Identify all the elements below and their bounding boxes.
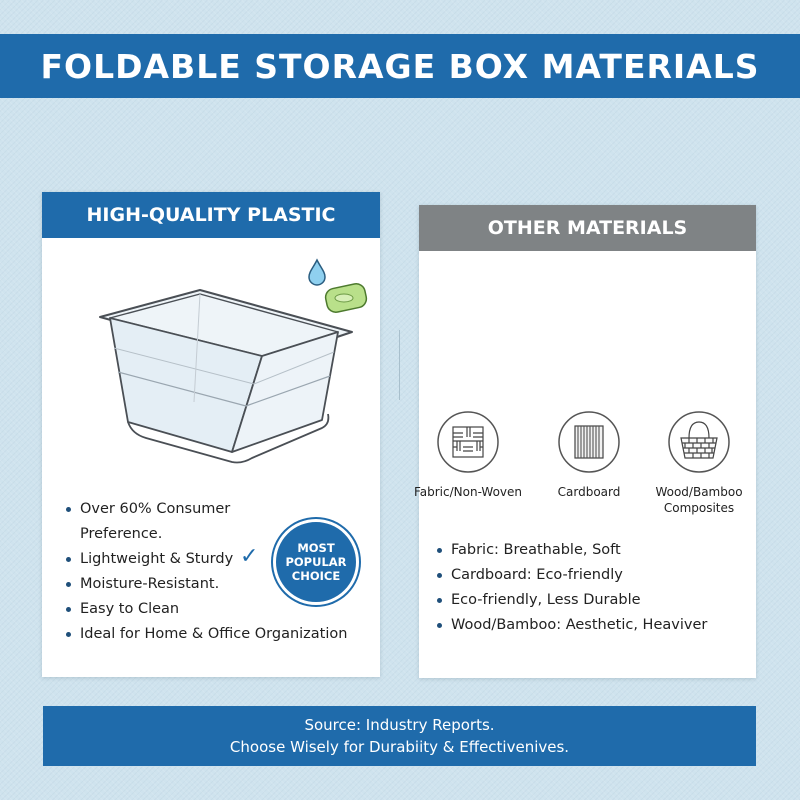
other-materials-header: OTHER MATERIALS xyxy=(419,205,756,251)
material-label: Wood/Bamboo Composites xyxy=(655,485,743,515)
plastic-benefit-item: Lightweight & Sturdy xyxy=(64,547,364,572)
plastic-benefits-list: Over 60% Consumer Preference. Lightweigh… xyxy=(64,497,364,647)
corrugated-cardboard-icon xyxy=(558,411,620,473)
page-title: FOLDABLE STORAGE BOX MATERIALS xyxy=(0,34,800,98)
footer-tagline: Choose Wisely for Durabiity & Effectiven… xyxy=(229,738,570,756)
plastic-card: HIGH-QUALITY PLASTIC Over 60% Consumer P… xyxy=(42,192,380,677)
divider xyxy=(399,330,400,400)
material-note-item: Wood/Bamboo: Aesthetic, Heaviver xyxy=(435,613,745,638)
woven-fabric-icon xyxy=(437,411,499,473)
plastic-box-icon xyxy=(99,289,353,464)
other-materials-list: Fabric: Breathable, Soft Cardboаrd: Eco-… xyxy=(435,538,745,638)
material-note-item: Cardboаrd: Eco-friendly xyxy=(435,563,745,588)
source-footer: Source: Industry Reports. Choose Wisely … xyxy=(43,706,756,766)
sponge-icon xyxy=(324,283,368,313)
water-drop-icon xyxy=(308,258,326,286)
plastic-storage-box-illustration xyxy=(99,258,368,464)
plastic-benefit-item: Moisture-Resistant. xyxy=(64,572,364,597)
plastic-benefit-item: Easy to Clean xyxy=(64,597,364,622)
plastic-benefit-item: Over 60% Consumer Preference. xyxy=(64,497,250,547)
material-note-item: Fabric: Breathable, Soft xyxy=(435,538,745,563)
plastic-benefit-item: Ideal for Home & Office Organization xyxy=(64,622,364,647)
material-cardboard: Cardboard xyxy=(529,410,649,500)
plastic-card-header: HIGH-QUALITY PLASTIC xyxy=(42,192,380,238)
badge-line: CHOICE xyxy=(291,569,341,583)
material-label: Fabric/Non-Woven xyxy=(413,485,523,499)
bamboo-basket-icon xyxy=(668,411,730,473)
most-popular-badge: MOST POPULAR CHOICE xyxy=(273,519,359,605)
other-materials-card: OTHER MATERIALS Fabric/Non-Woven Cardboa… xyxy=(414,205,756,678)
material-note-item: Eco-friendly, Less Durable xyxy=(435,588,745,613)
material-label: Cardboard xyxy=(557,485,621,499)
material-wood-bamboo: Wood/Bamboo Composites xyxy=(629,410,769,516)
material-fabric: Fabric/Non-Woven xyxy=(408,410,528,500)
badge-line: POPULAR xyxy=(285,555,347,569)
footer-source: Source: Industry Reports. xyxy=(304,716,495,734)
badge-line: MOST xyxy=(297,541,335,555)
check-icon: ✓ xyxy=(240,544,259,569)
